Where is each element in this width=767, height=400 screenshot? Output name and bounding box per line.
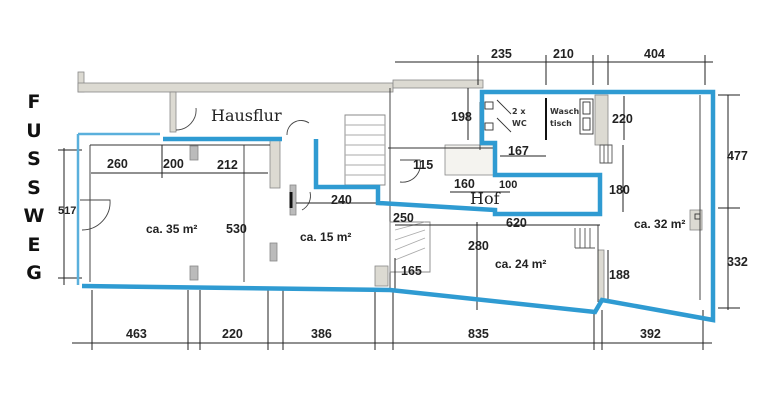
dim-620: 620	[506, 216, 527, 230]
dim-top-210: 210	[553, 47, 574, 61]
dim-260: 260	[107, 157, 128, 171]
room-area-35: ca. 35 m²	[146, 222, 197, 236]
street-letter: S	[27, 148, 41, 170]
dim-198: 198	[451, 110, 472, 124]
interior-lines	[80, 88, 701, 302]
wc-label-line2: WC	[512, 119, 527, 128]
washbasin-label-line2: tisch	[550, 119, 572, 128]
dimension-lines	[58, 55, 740, 350]
dim-212: 212	[217, 158, 238, 172]
dim-top-404: 404	[644, 47, 665, 61]
dim-250: 250	[393, 211, 414, 225]
dim-180: 180	[609, 183, 630, 197]
street-letter: F	[27, 91, 41, 113]
room-area-15: ca. 15 m²	[300, 230, 351, 244]
dim-top-235: 235	[491, 47, 512, 61]
dim-bottom-386: 386	[311, 327, 332, 341]
dim-115: 115	[413, 158, 433, 172]
building-walls	[77, 71, 703, 301]
dim-280: 280	[468, 239, 489, 253]
dim-160: 160	[454, 177, 475, 191]
street-letter: W	[23, 205, 45, 227]
wc-label-line1: 2 x	[512, 107, 526, 116]
room-area-32: ca. 32 m²	[634, 217, 685, 231]
room-area-24: ca. 24 m²	[495, 257, 546, 271]
dim-220: 220	[612, 112, 633, 126]
street-letter: E	[27, 233, 41, 256]
street-letter: G	[26, 262, 42, 284]
dim-240: 240	[331, 193, 352, 207]
dim-530: 530	[226, 222, 247, 236]
dim-bottom-392: 392	[640, 327, 661, 341]
dim-100: 100	[499, 179, 517, 191]
dim-bottom-220: 220	[222, 327, 243, 341]
dim-200: 200	[163, 157, 184, 171]
street-label-fussweg: F U S S W E G	[22, 88, 46, 288]
street-letter: S	[27, 176, 41, 199]
courtyard-label: Hof	[470, 189, 501, 208]
dim-188: 188	[609, 268, 630, 282]
washbasin-label-line1: Wasch	[550, 107, 579, 116]
dim-165: 165	[401, 264, 422, 278]
dim-right-477: 477	[727, 149, 748, 163]
rental-area-outline	[76, 89, 716, 323]
dim-167: 167	[508, 144, 529, 158]
dim-bottom-835: 835	[468, 327, 489, 341]
street-letter: U	[26, 119, 42, 142]
hallway-label: Hausflur	[211, 106, 282, 125]
dim-517: 517	[58, 205, 76, 217]
dim-bottom-463: 463	[126, 327, 147, 341]
dim-right-332: 332	[727, 255, 748, 269]
